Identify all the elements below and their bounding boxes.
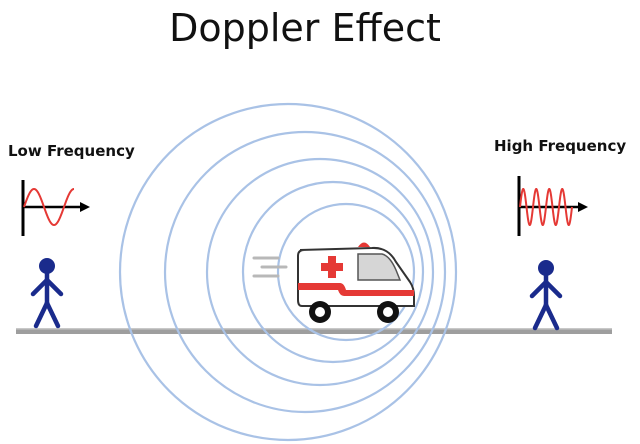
low-frequency-label: Low Frequency: [8, 142, 135, 160]
wavefront-circle: [276, 202, 416, 342]
high-wave-arrow-icon: [578, 202, 588, 212]
wavefront-circle: [163, 130, 447, 414]
ambulance-window: [357, 253, 402, 281]
ambulance-stripe: [298, 283, 414, 296]
person-icon: [30, 258, 64, 329]
speed-lines-icon: [252, 256, 288, 278]
person-icon: [529, 260, 563, 331]
ambulance-hub: [315, 307, 325, 317]
high-wave-curve: [519, 188, 573, 226]
person-leg-left: [33, 300, 50, 329]
person-head: [39, 258, 55, 274]
wavefront-circle: [205, 157, 435, 387]
person-leg-right: [44, 300, 61, 329]
red-cross-icon-bar: [321, 263, 343, 271]
person-arm-right: [44, 277, 64, 297]
person-arm-left: [529, 279, 549, 299]
person-leg-right: [543, 302, 560, 331]
person-leg-left: [532, 302, 549, 331]
low-wave-arrow-icon: [80, 202, 90, 212]
page-title: Doppler Effect: [169, 6, 441, 50]
wavefronts: [118, 102, 458, 442]
wavefront-circle: [241, 180, 425, 364]
person-arm-right: [543, 279, 563, 299]
person-arm-left: [30, 277, 50, 297]
low-frequency-wave-graph: [21, 180, 90, 236]
ambulance-hub: [383, 307, 393, 317]
siren-light-icon: [358, 242, 370, 247]
high-frequency-wave-graph: [517, 176, 588, 236]
ground-line-highlight: [16, 328, 612, 330]
low-wave-curve: [23, 187, 75, 227]
person-head: [538, 260, 554, 276]
wavefront-circle: [118, 102, 458, 442]
ambulance-icon: [297, 242, 415, 323]
high-frequency-label: High Frequency: [494, 137, 627, 155]
